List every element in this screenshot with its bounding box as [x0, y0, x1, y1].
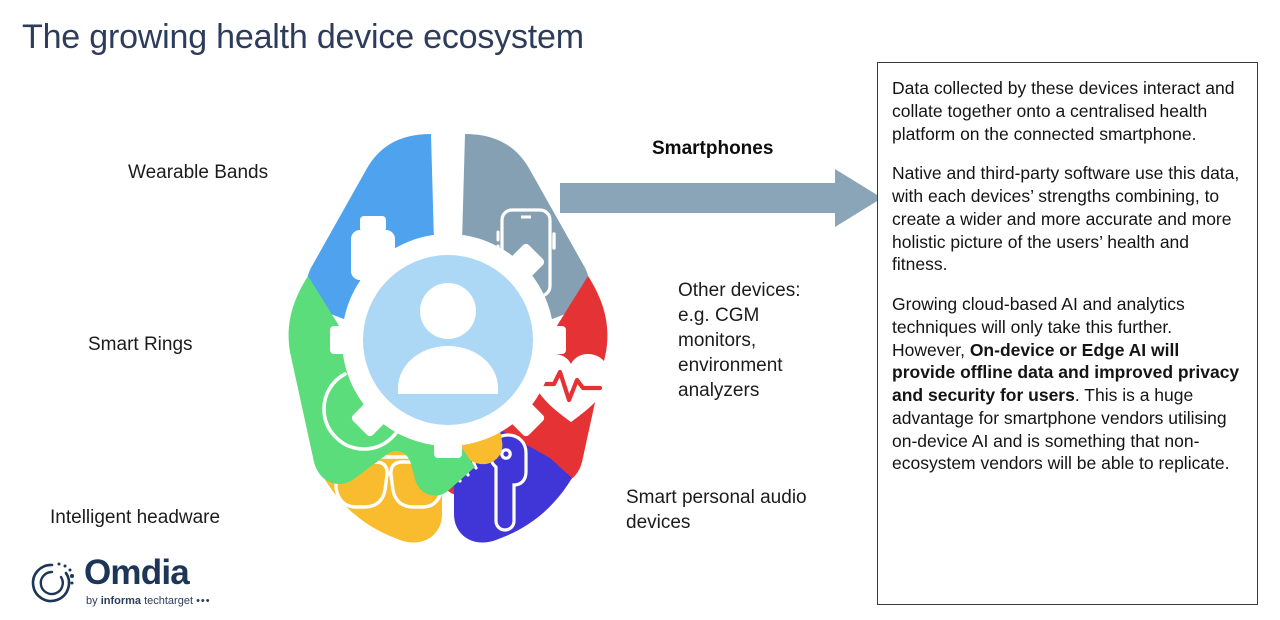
center-user-circle[interactable]: [363, 255, 533, 425]
heart-pulse-icon: [533, 354, 609, 422]
omdia-logo: Omdia by informa techtarget •••: [26, 555, 226, 617]
panel-p3-before: Growing cloud-based AI and analytics tec…: [892, 294, 1185, 360]
tagline-dots: •••: [196, 595, 211, 607]
smartphones-to-panel-arrow: [560, 169, 882, 227]
panel-p3-after: . This is a huge advantage for smartphon…: [892, 385, 1230, 474]
panel-paragraph-1: Data collected by these devices interact…: [892, 78, 1235, 144]
health-device-ecosystem-diagram: Wearable Bands Smartphones Other devices…: [0, 60, 882, 620]
panel-p3-bold: On-device or Edge AI will provide offlin…: [892, 339, 1240, 406]
ecosystem-wheel: [288, 134, 609, 543]
page-title: The growing health device ecosystem: [22, 18, 584, 56]
tagline-suffix: techtarget: [141, 595, 194, 607]
person-icon: [398, 283, 498, 394]
label-smart-rings: Smart Rings: [88, 334, 193, 355]
omdia-wordmark: Omdia: [84, 553, 190, 592]
label-audio-devices: Smart personal audio devices: [626, 487, 807, 534]
omdia-tagline: by informa techtarget •••: [86, 595, 211, 607]
label-wearable-bands: Wearable Bands: [128, 162, 269, 183]
label-other-devices: Other devices: e.g. CGM monitors, enviro…: [678, 280, 801, 402]
tagline-prefix: by: [86, 595, 101, 607]
label-smartphones: Smartphones: [652, 138, 774, 159]
panel-paragraph-3: Growing cloud-based AI and analytics tec…: [892, 293, 1244, 475]
commentary-panel: Data collected by these devices interact…: [877, 62, 1258, 605]
omdia-mark-icon: [31, 562, 74, 603]
tagline-informa: informa: [100, 595, 142, 607]
label-intelligent-headware: Intelligent headware: [50, 507, 221, 528]
panel-paragraph-2: Native and third-party software use this…: [892, 163, 1240, 275]
